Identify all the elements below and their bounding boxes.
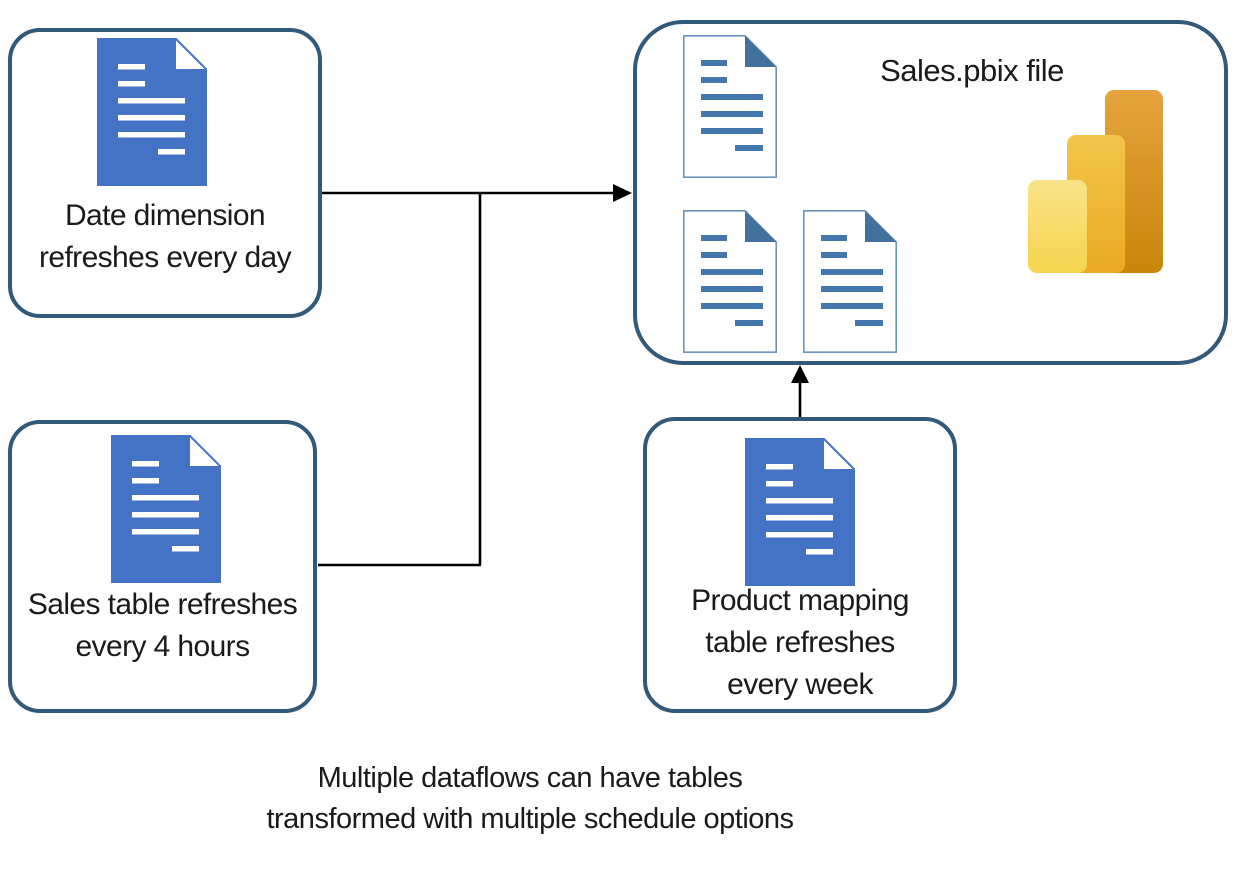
node-label-line: Date dimension [64, 199, 266, 232]
power-bi-bar-short [1028, 180, 1087, 273]
document-icon [745, 438, 855, 586]
document-icon [97, 38, 207, 186]
pbix-file-title: Sales.pbix file [880, 53, 1064, 88]
node-label-line: refreshes every day [38, 241, 292, 274]
power-bi-logo [1028, 85, 1165, 273]
node-product-mapping: Product mapping table refreshes every we… [643, 417, 957, 713]
caption-line: Multiple dataflows can have tables [317, 762, 743, 794]
arrowhead-right-icon [613, 184, 632, 202]
node-label-line: table refreshes [705, 626, 895, 659]
diagram-caption: Multiple dataflows can have tables trans… [150, 758, 910, 840]
node-label: Product mapping table refreshes every we… [647, 580, 953, 706]
node-sales-pbix: Sales.pbix file [633, 20, 1228, 365]
document-outline-icon [683, 210, 777, 353]
caption-line: transformed with multiple schedule optio… [266, 803, 794, 835]
node-label: Sales table refreshes every 4 hours [12, 584, 313, 668]
node-label-line: Sales table refreshes [27, 588, 298, 621]
document-icon [111, 435, 221, 583]
document-outline-icon [803, 210, 897, 353]
document-outline-icon [683, 35, 777, 178]
node-label-line: Product mapping [691, 584, 909, 617]
node-sales-table: Sales table refreshes every 4 hours [8, 420, 317, 713]
node-date-dimension: Date dimension refreshes every day [8, 28, 322, 318]
arrowhead-up-icon [791, 365, 809, 383]
node-label-line: every week [727, 668, 873, 701]
node-label: Date dimension refreshes every day [12, 195, 318, 279]
node-label-line: every 4 hours [75, 630, 251, 663]
